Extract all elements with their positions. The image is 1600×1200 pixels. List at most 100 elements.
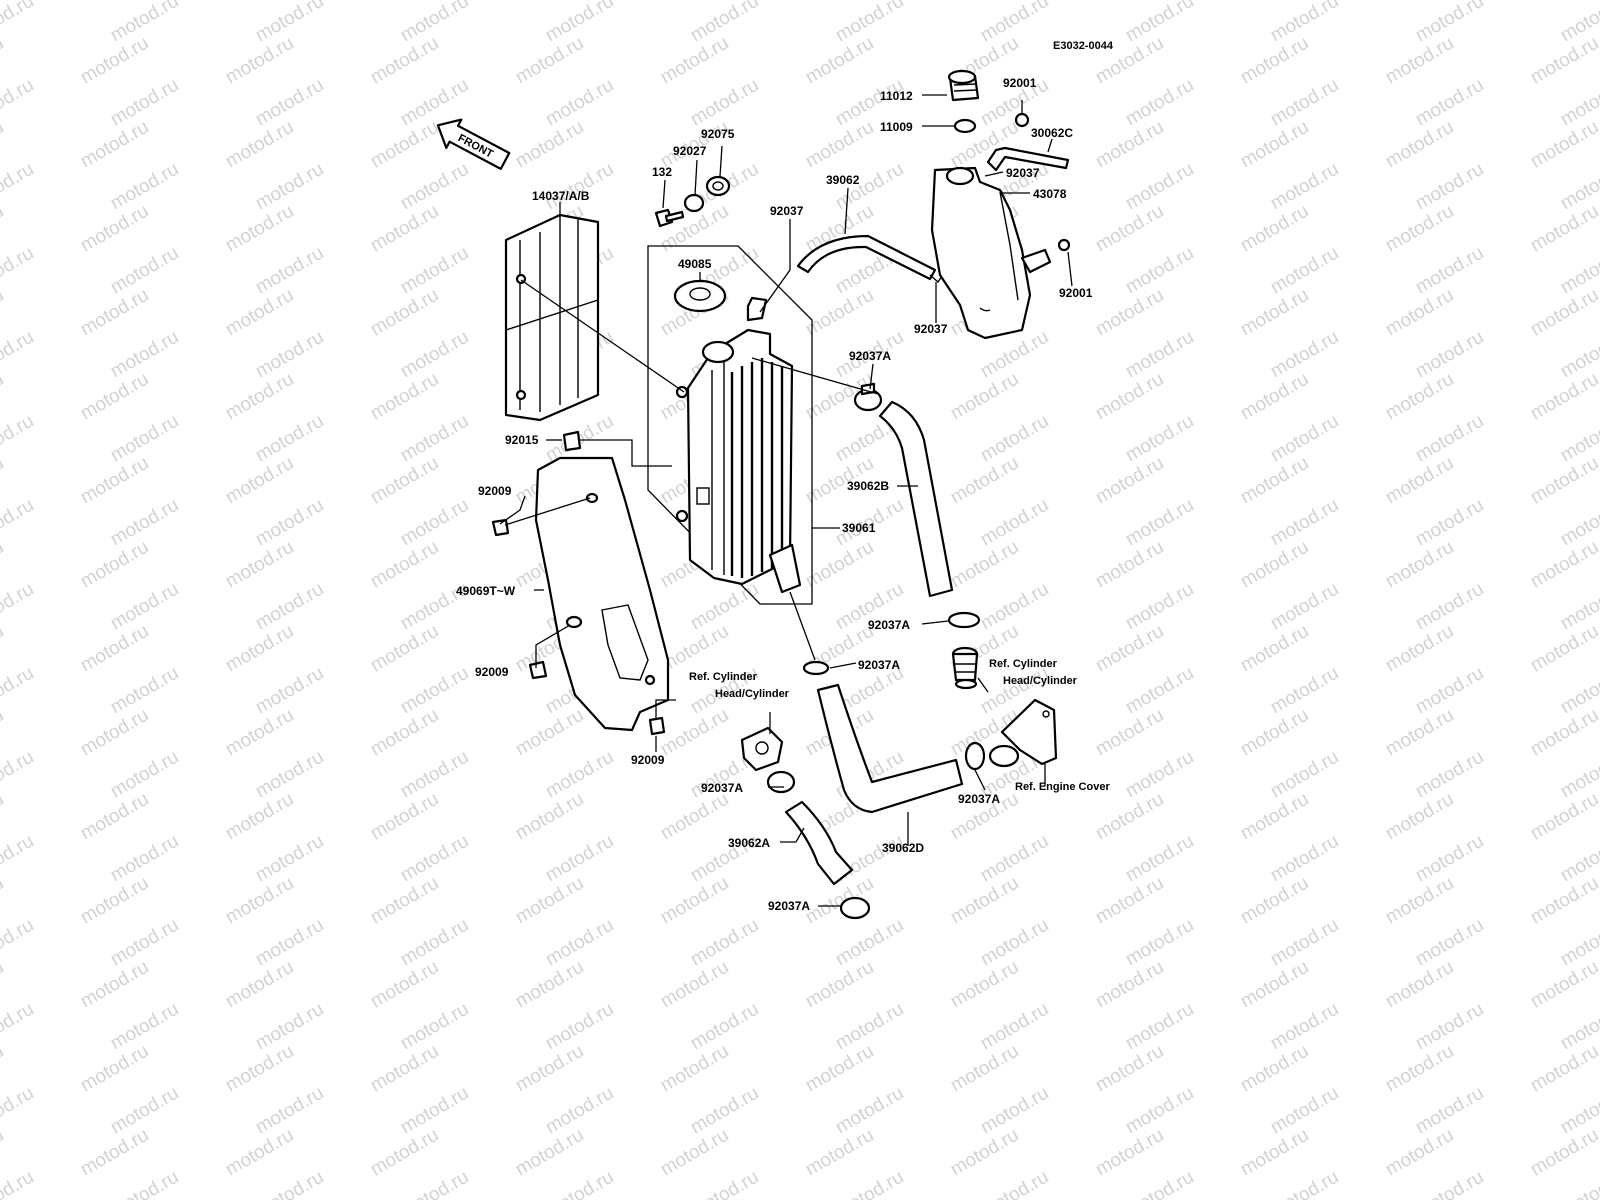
label-92027: 92027	[673, 144, 707, 158]
watermark-text: motod.ru	[0, 75, 37, 131]
hose-39062A	[784, 800, 854, 886]
watermark-text: motod.ru	[512, 0, 587, 4]
label-92009-1: 92009	[478, 484, 512, 498]
watermark-text: motod.ru	[0, 999, 37, 1055]
label-30062C: 30062C	[1031, 126, 1073, 140]
label-14037: 14037/A/B	[532, 189, 590, 203]
watermark-text: motod.ru	[0, 411, 37, 467]
clamp-92037A-6	[839, 896, 871, 920]
watermark-text: motod.ru	[1557, 1167, 1600, 1200]
tank-cap-11012	[947, 69, 980, 102]
clamp-92037A-5	[964, 741, 986, 771]
fitting-right-cylinder-head	[951, 646, 979, 690]
watermark-text: motod.ru	[107, 1167, 182, 1200]
fitting-engine-cover	[988, 698, 1058, 768]
watermark-text: motod.ru	[0, 621, 7, 677]
watermark-text: motod.ru	[0, 915, 37, 971]
label-49069: 49069T~W	[456, 584, 516, 598]
watermark-text: motod.ru	[367, 0, 442, 4]
watermark-text: motod.ru	[0, 285, 7, 341]
watermark-text: motod.ru	[0, 705, 7, 761]
watermark-text: motod.ru	[0, 159, 37, 215]
label-92037A-6: 92037A	[768, 899, 810, 913]
label-39062B: 39062B	[847, 479, 889, 493]
label-92075: 92075	[701, 127, 735, 141]
ref-right-line1: Ref. Cylinder	[989, 658, 1058, 670]
bolt-92001-right	[1057, 238, 1071, 252]
grommet-92075	[705, 175, 731, 197]
watermark-text: motod.ru	[0, 453, 7, 509]
breather-hose-30062C	[986, 146, 1070, 172]
outlet-line	[789, 591, 816, 661]
watermark-text: motod.ru	[0, 663, 37, 719]
radiator-39061	[675, 296, 802, 594]
watermark-text: motod.ru	[832, 1167, 907, 1200]
screw-92009-1	[491, 518, 510, 537]
ref-left-line1: Ref. Cylinder	[689, 671, 758, 683]
watermark-text: motod.ru	[1382, 0, 1457, 4]
label-92009-3: 92009	[631, 753, 665, 767]
label-92037A-1: 92037A	[849, 349, 891, 363]
watermark-text: motod.ru	[947, 0, 1022, 4]
label-92009-2: 92009	[475, 665, 509, 679]
bolt-92001-top	[1014, 112, 1030, 128]
label-11009: 11009	[880, 120, 913, 134]
watermark-text: motod.ru	[1092, 0, 1167, 4]
gasket-11009	[953, 118, 977, 134]
clamp-92037A-2	[947, 611, 981, 629]
watermark-text: motod.ru	[0, 243, 37, 299]
watermark-text: motod.ru	[397, 1167, 472, 1200]
watermark-text: motod.ru	[77, 0, 152, 4]
tank-bracket	[1020, 248, 1052, 274]
part-labels: 11012 92001 11009 30062C 92037 43078 920…	[456, 76, 1110, 913]
label-49085: 49085	[678, 257, 712, 271]
label-39062D: 39062D	[882, 841, 924, 855]
label-92015: 92015	[505, 433, 539, 447]
grommet-92015-line	[580, 439, 672, 467]
watermark-text: motod.ru	[0, 117, 7, 173]
radiator-group-bracket	[647, 245, 813, 605]
watermark-text: motod.ru	[977, 1167, 1052, 1200]
overflow-hose-39062	[796, 234, 937, 281]
shroud-49069	[534, 456, 670, 732]
watermark-text: motod.ru	[0, 369, 7, 425]
watermark-text: motod.ru	[1412, 1167, 1487, 1200]
watermark-text: motod.ru	[0, 201, 7, 257]
watermark-text: motod.ru	[657, 0, 732, 4]
label-92037A-4: 92037A	[701, 781, 743, 795]
washer-92027	[683, 193, 705, 213]
watermark-text: motod.ru	[802, 0, 877, 4]
watermark-text: motod.ru	[0, 831, 37, 887]
label-92037A-2: 92037A	[868, 618, 910, 632]
fitting-left-cylinder-head	[740, 726, 784, 772]
watermark-text: motod.ru	[0, 1167, 37, 1200]
ref-left-line2: Head/Cylinder	[715, 688, 790, 700]
watermark-text: motod.ru	[0, 1083, 37, 1139]
label-39061: 39061	[842, 521, 876, 535]
watermark-text: motod.ru	[0, 327, 37, 383]
hose-39062B	[878, 400, 954, 598]
hose-39062D	[816, 683, 964, 814]
watermark-text: motod.ru	[1237, 0, 1312, 4]
watermark-text: motod.ru	[0, 537, 7, 593]
watermark-text: motod.ru	[222, 0, 297, 4]
watermark-text: motod.ru	[0, 1125, 7, 1181]
label-92037-mid: 92037	[914, 322, 948, 336]
watermark-text: motod.ru	[0, 579, 37, 635]
label-92001-right: 92001	[1059, 286, 1093, 300]
ref-engine-cover: Ref. Engine Cover	[1015, 781, 1110, 793]
clamp-92037A-3	[802, 660, 830, 676]
watermark-text: motod.ru	[0, 1041, 7, 1097]
watermark-text: motod.ru	[1527, 0, 1600, 4]
reservoir-tank	[930, 166, 1032, 340]
watermark-text: motod.ru	[0, 33, 7, 89]
label-92001-top: 92001	[1003, 76, 1037, 90]
louvre-14037	[504, 213, 600, 422]
watermark-text: motod.ru	[0, 747, 37, 803]
hose-clip-92037-mid	[929, 274, 943, 284]
label-11012: 11012	[880, 89, 913, 103]
label-39062A: 39062A	[728, 836, 770, 850]
watermark-text: motod.ru	[1267, 1167, 1342, 1200]
leader-lines	[499, 94, 1073, 907]
